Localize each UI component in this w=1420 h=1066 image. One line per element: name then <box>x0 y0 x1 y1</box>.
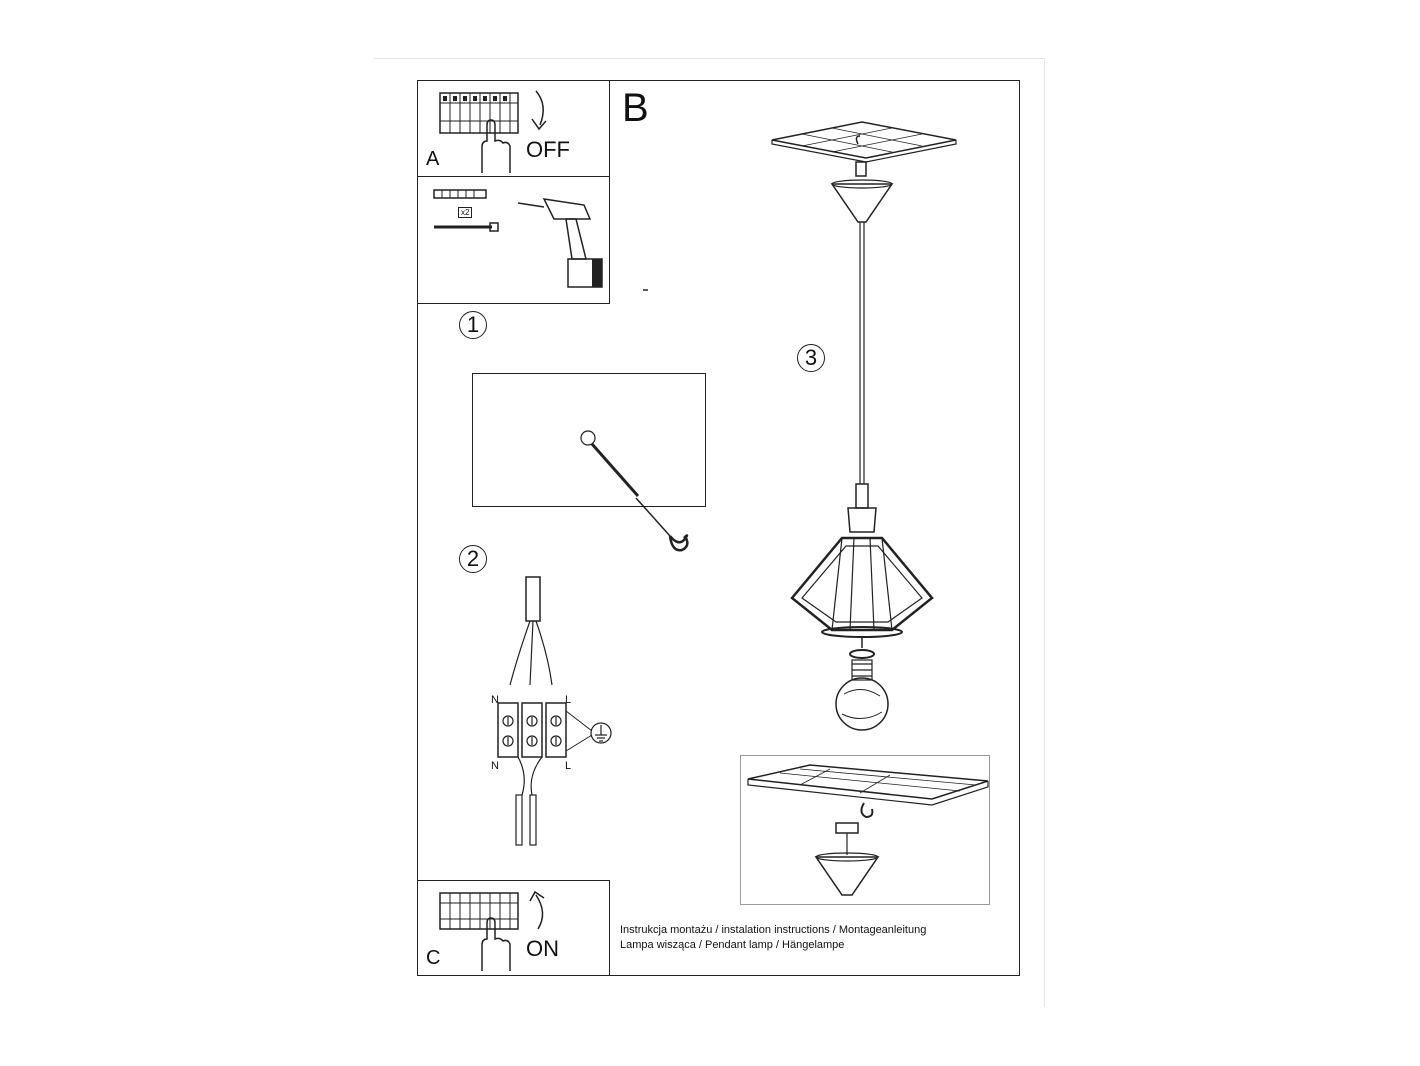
canopy-detail-box <box>740 755 990 905</box>
panel-b-letter: B <box>622 86 649 130</box>
panel-a-action-label: OFF <box>526 137 570 162</box>
step-1-number: 1 <box>459 311 487 339</box>
screw-icon <box>434 222 499 232</box>
wiring-neutral-bottom: N <box>491 760 499 772</box>
panel-c-action-label: ON <box>526 936 559 961</box>
wiring-live-bottom: L <box>565 760 572 772</box>
footer-line-2: Lampa wisząca / Pendant lamp / Hängelamp… <box>620 939 845 951</box>
breaker-panel-icon <box>439 92 519 134</box>
hook-icon <box>580 430 689 552</box>
drill-icon <box>517 198 603 288</box>
canopy-detail-illustration <box>747 764 989 896</box>
panel-c-letter: C <box>426 947 441 969</box>
diagram-frame <box>417 80 1020 976</box>
hand-icon <box>481 119 511 173</box>
panel-c-power-on: ON C <box>417 880 610 976</box>
panel-a-power-off: OFF A <box>417 80 610 177</box>
breaker-panel-icon <box>439 892 519 930</box>
hand-icon <box>481 917 511 971</box>
step-2-number: 2 <box>459 545 487 573</box>
panel-a-letter: A <box>426 148 440 170</box>
tools-multiplier: x2 <box>458 207 473 218</box>
arrow-up-icon <box>529 890 545 930</box>
step-3-number: 3 <box>797 344 825 372</box>
wall-plug-icon <box>433 189 487 199</box>
wiring-neutral-top: N <box>491 694 499 706</box>
footer-line-1: Instrukcja montażu / instalation instruc… <box>620 924 927 936</box>
tools-panel: x2 <box>417 176 610 304</box>
pendant-lamp-illustration <box>771 121 957 731</box>
arrow-down-icon <box>531 90 547 131</box>
dash-mark <box>643 289 648 291</box>
wiring-diagram <box>497 576 612 846</box>
step-1-ceiling-box <box>472 373 706 507</box>
wiring-live-top: L <box>565 694 572 706</box>
